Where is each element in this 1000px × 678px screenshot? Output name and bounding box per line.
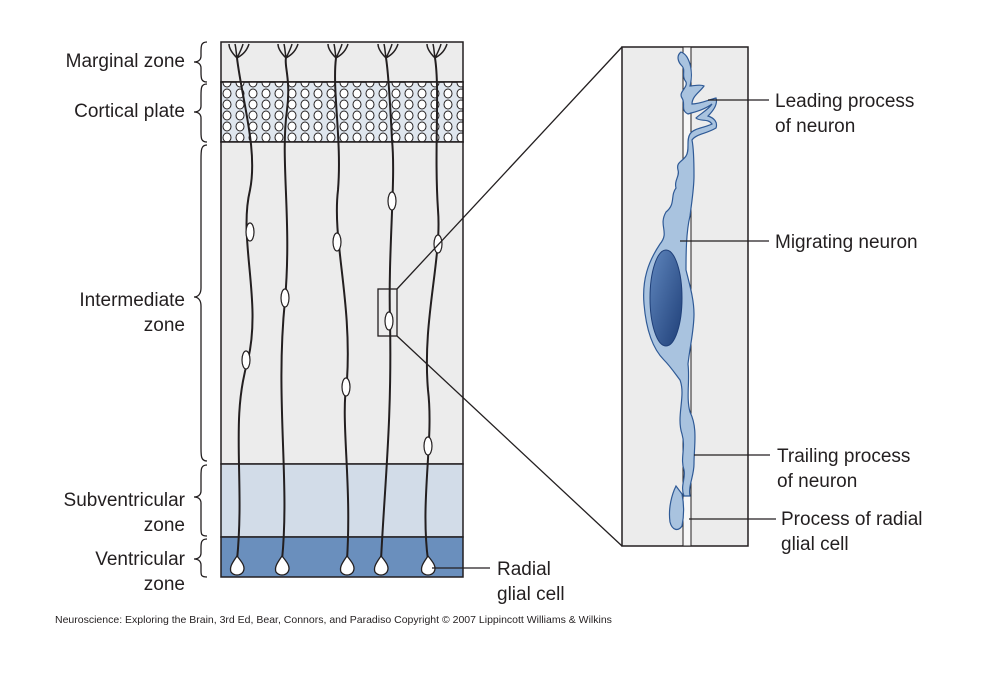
small-neuron: [280, 288, 290, 308]
small-neuron: [423, 436, 433, 456]
bracket-subventricular: [193, 464, 208, 537]
end-foot-4: [377, 43, 399, 59]
small-neuron: [245, 222, 255, 242]
marginal-zone-band: [220, 41, 464, 83]
trailing-process-tip: [668, 484, 685, 531]
glial-fiber-4: [380, 57, 395, 561]
glial-cell-body-3: [339, 554, 355, 576]
zoom-indicator: [377, 46, 623, 547]
migrating-neurons-small: [241, 191, 443, 456]
label-cortical-plate: Cortical plate: [74, 101, 185, 122]
end-foot-5: [426, 43, 448, 59]
zoom-connector-top: [396, 46, 623, 290]
end-foot-3: [327, 43, 349, 59]
label-process-radial-glial-line1: Process of radial: [781, 509, 923, 530]
magnified-leaders: [680, 99, 776, 520]
label-migrating-neuron: Migrating neuron: [775, 232, 918, 253]
zoom-connector-bottom: [396, 335, 623, 547]
label-subventricular-zone-line1: Subventricular: [63, 490, 185, 511]
small-neuron: [384, 311, 394, 331]
glial-fiber-2: [280, 57, 290, 561]
label-trailing-process-line1: Trailing process: [777, 446, 911, 467]
label-subventricular-zone-line2: zone: [143, 515, 185, 536]
label-leading-process-line2: of neuron: [775, 116, 856, 137]
neuron-nucleus: [649, 249, 683, 347]
label-marginal-zone: Marginal zone: [65, 51, 185, 72]
glial-cell-body-5: [420, 554, 436, 576]
glial-fiber-5: [424, 57, 440, 561]
label-radial-glial-cell-line2: glial cell: [497, 584, 565, 605]
bracket-intermediate: [193, 144, 208, 462]
small-neuron: [341, 377, 351, 397]
label-ventricular-zone-line1: Ventricular: [95, 549, 185, 570]
end-foot-2: [277, 43, 299, 59]
glial-fiber-3: [334, 57, 350, 561]
label-ventricular-zone-line2: zone: [143, 574, 185, 595]
label-process-radial-glial-line2: glial cell: [781, 534, 849, 555]
radial-glial-fibers: [236, 57, 440, 561]
glial-fiber-1: [236, 57, 254, 561]
bracket-marginal: [193, 41, 208, 83]
cortex-column: [220, 41, 464, 578]
subventricular-zone-band: [220, 463, 464, 538]
cortical-plate-cells: [220, 81, 464, 143]
end-foot-1: [228, 43, 250, 59]
small-neuron: [332, 232, 342, 252]
bracket-ventricular: [193, 538, 208, 578]
copyright-credit: Neuroscience: Exploring the Brain, 3rd E…: [55, 614, 612, 626]
radial-glial-cell-bodies: [229, 554, 436, 576]
glial-end-feet: [228, 43, 448, 59]
zone-brackets: [193, 41, 208, 578]
label-trailing-process-line2: of neuron: [777, 471, 858, 492]
intermediate-zone-band: [220, 141, 464, 465]
small-neuron: [241, 350, 251, 370]
zoom-box: [377, 288, 398, 337]
bracket-cortical: [193, 83, 208, 143]
label-radial-glial-cell-line1: Radial: [497, 559, 551, 580]
label-intermediate-zone-line1: Intermediate: [79, 290, 185, 311]
small-neuron: [387, 191, 397, 211]
glial-cell-body-1: [229, 554, 245, 576]
glial-cell-body-2: [274, 554, 290, 576]
magnified-panel: [621, 46, 776, 547]
label-intermediate-zone-line2: zone: [143, 315, 185, 336]
glial-cell-body-4: [373, 554, 389, 576]
label-leading-process-line1: Leading process: [775, 91, 915, 112]
